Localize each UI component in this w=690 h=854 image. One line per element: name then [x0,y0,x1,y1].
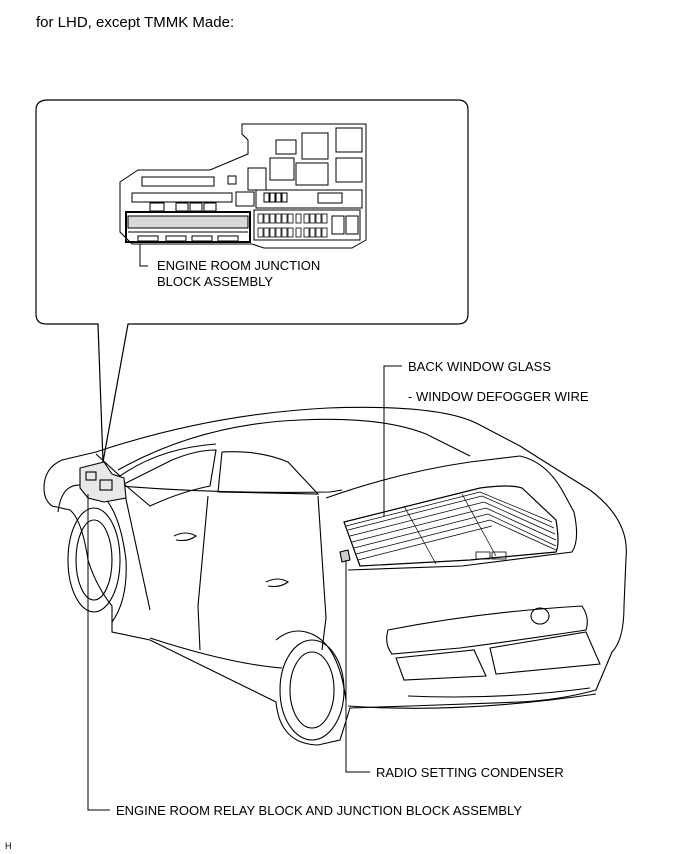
defogger-wire-label: - WINDOW DEFOGGER WIRE [408,389,589,404]
junction-block-leader [139,244,148,267]
callout-bubble [35,99,469,463]
page-title: for LHD, except TMMK Made: [36,14,235,31]
junction-block-illustration [119,123,367,249]
car-illustration [43,406,627,746]
relay-block-label: ENGINE ROOM RELAY BLOCK AND JUNCTION BLO… [116,803,522,818]
back-window-glass-label: BACK WINDOW GLASS [408,359,552,374]
junction-block-label-line2: BLOCK ASSEMBLY [157,274,274,289]
label-leaders [87,365,402,811]
figure-reference: H [5,841,12,851]
radio-setting-condenser-label: RADIO SETTING CONDENSER [376,765,564,780]
junction-block-label-line1: ENGINE ROOM JUNCTION [157,258,321,273]
